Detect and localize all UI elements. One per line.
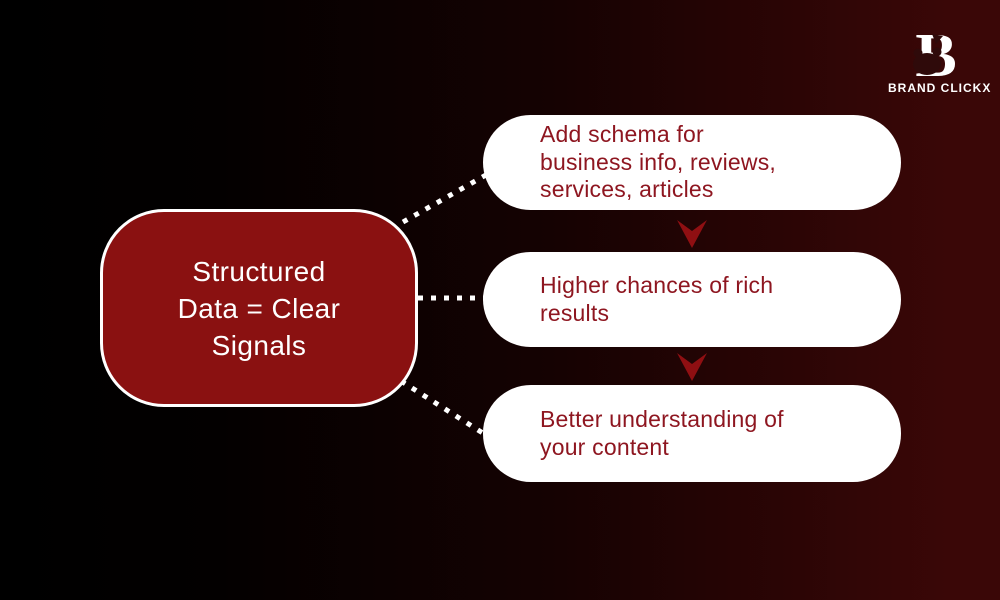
step-3-pill: Better understanding of your content — [483, 385, 901, 482]
main-node-line: Data = Clear — [177, 292, 341, 324]
step-label-line: Higher chances of rich — [540, 272, 774, 298]
main-node: Structured Data = Clear Signals — [100, 209, 418, 407]
step-label-line: Better understanding of — [540, 406, 784, 432]
step-label-line: services, articles — [540, 176, 714, 203]
step-2-pill: Higher chances of rich results — [483, 252, 901, 347]
main-node-line: Signals — [211, 329, 307, 361]
bear-b-icon: B — [913, 26, 957, 80]
brand-logo: B BRAND CLICKX — [888, 26, 992, 95]
main-node-line: Structured — [192, 255, 326, 287]
step-label-line: business info, reviews, — [540, 148, 776, 175]
arrow-down-icon — [677, 353, 707, 381]
bear-silhouette — [913, 34, 943, 75]
brand-name: BRAND CLICKX — [888, 81, 992, 95]
step-1-pill: Add schema for business info, reviews, s… — [483, 115, 901, 210]
step-label-line: your content — [540, 433, 669, 460]
step-label-line: Add schema for — [540, 121, 704, 148]
arrow-down-icon — [677, 220, 707, 248]
connector-line-top — [401, 164, 502, 225]
step-label-line: results — [540, 299, 610, 326]
